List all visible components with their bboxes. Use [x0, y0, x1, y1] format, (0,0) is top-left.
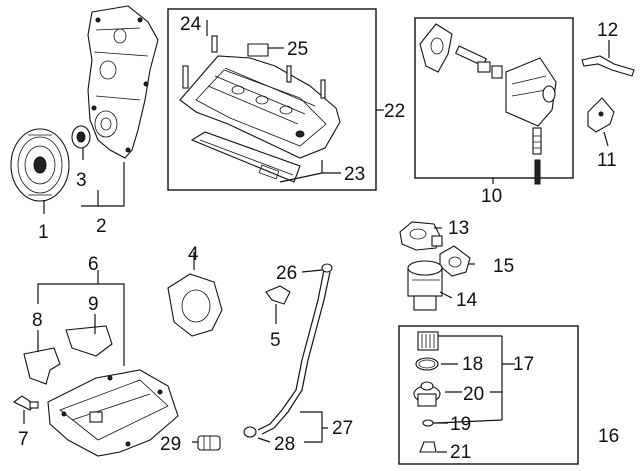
callout-18: 18 — [462, 354, 483, 375]
callout-28: 28 — [274, 434, 295, 455]
oil-filter-group-box — [398, 325, 579, 465]
oil-pan-baffle-right — [65, 325, 113, 357]
filter-cap — [413, 381, 441, 407]
callout-14: 14 — [456, 290, 478, 311]
oil-dipstick-tube — [257, 263, 333, 435]
callout-2: 2 — [96, 216, 107, 237]
tensioner-cover-plate — [587, 97, 615, 133]
dipstick-o-ring — [243, 426, 257, 438]
callout-6: 6 — [88, 254, 99, 275]
valve-cover-group-box — [167, 8, 377, 191]
filter-drain-plug — [419, 441, 437, 453]
callout-8: 8 — [32, 310, 43, 331]
callout-1: 1 — [38, 222, 49, 243]
oil-cooler-gasket — [439, 245, 471, 277]
callout-21: 21 — [450, 442, 471, 463]
oil-filter-element — [417, 331, 439, 351]
oil-level-sensor — [12, 395, 39, 411]
callout-22: 22 — [384, 101, 405, 122]
callout-9: 9 — [88, 294, 99, 315]
timing-chain-tensioner-group-box — [414, 17, 574, 179]
filter-o-ring-large — [415, 357, 439, 371]
callout-24: 24 — [180, 14, 202, 35]
callout-16: 16 — [598, 426, 619, 447]
callout-17: 17 — [513, 354, 534, 375]
callout-15: 15 — [493, 256, 514, 277]
callout-13: 13 — [448, 218, 469, 239]
callout-23: 23 — [344, 164, 365, 185]
callout-3: 3 — [76, 170, 87, 191]
filter-o-ring-small — [422, 419, 434, 427]
oil-pan-baffle-left — [23, 347, 61, 385]
callout-7: 7 — [18, 429, 29, 450]
callout-26: 26 — [276, 263, 297, 284]
callout-numbers: 1 2 3 4 5 6 7 8 9 10 11 12 13 14 15 16 1… — [18, 14, 619, 463]
front-crank-seal — [71, 125, 91, 149]
valve-cover — [179, 35, 341, 159]
timing-cover — [87, 5, 159, 159]
crankshaft-pulley — [10, 128, 70, 202]
callout-10: 10 — [481, 186, 502, 207]
callout-4: 4 — [188, 244, 199, 265]
callout-20: 20 — [463, 384, 484, 405]
oil-pan — [47, 369, 179, 457]
callout-19: 19 — [450, 414, 471, 435]
callout-leader-lines — [23, 20, 610, 453]
dipstick-tube-bracket — [265, 285, 291, 305]
tensioner-bracket — [581, 55, 635, 77]
timing-tensioner-parts — [419, 23, 557, 185]
callout-5: 5 — [270, 330, 281, 351]
oil-pressure-switch — [197, 435, 221, 451]
valve-cover-gasket — [190, 131, 301, 183]
callout-25: 25 — [287, 39, 308, 60]
callout-11: 11 — [597, 150, 617, 171]
oil-filter-housing — [407, 260, 443, 311]
callout-27: 27 — [332, 418, 353, 439]
callout-29: 29 — [160, 434, 181, 455]
callout-12: 12 — [597, 20, 618, 41]
rear-main-seal-retainer — [167, 273, 223, 337]
oil-filter-adapter — [399, 221, 443, 251]
